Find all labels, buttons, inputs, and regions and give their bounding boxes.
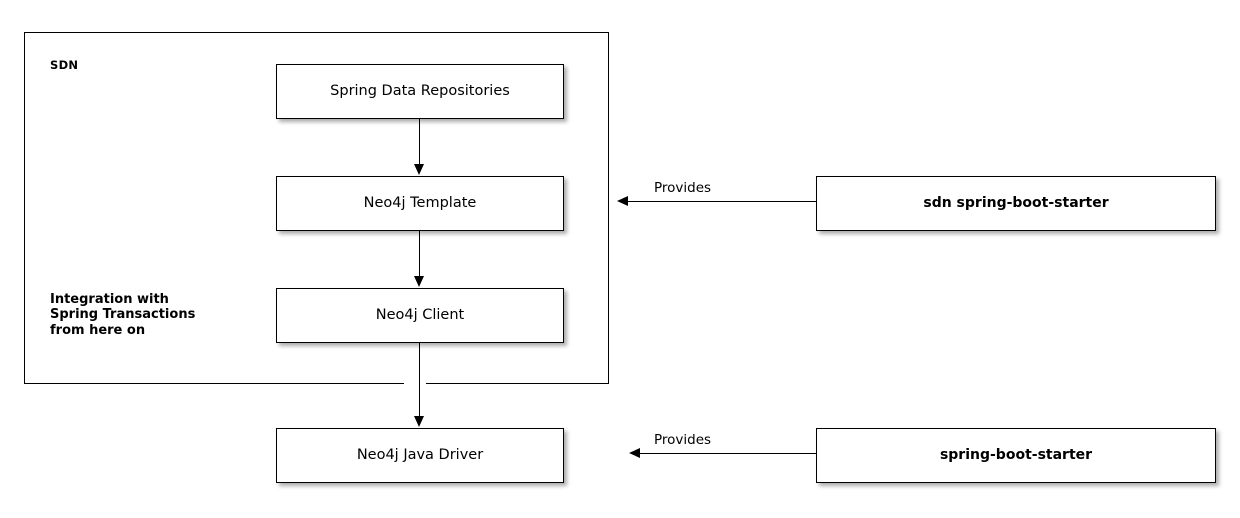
node-label-spring-boot-starter: spring-boot-starter [939,447,1093,464]
node-spring-boot-starter[interactable]: spring-boot-starter [816,428,1216,483]
edge-line-template-to-client [419,231,420,277]
node-label-sdn-spring-boot-starter: sdn spring-boot-starter [923,195,1109,212]
node-label-neo4j-java-driver: Neo4j Java Driver [356,447,484,464]
node-spring-data-repositories[interactable]: Spring Data Repositories [276,64,564,119]
node-label-neo4j-template: Neo4j Template [363,195,477,212]
node-label-spring-data-repositories: Spring Data Repositories [330,83,510,100]
edge-label-sdn-starter-provides: Provides [654,180,712,196]
edge-arrowhead-sdn-starter-provides [617,196,628,206]
edge-label-starter-provides: Provides [654,432,712,448]
edge-arrowhead-client-to-driver [414,416,424,427]
integration-note: Integration with Spring Transactions fro… [50,292,196,338]
edge-line-client-to-driver [419,343,420,417]
edge-line-sdn-starter-provides [628,201,816,202]
sdn-container-frame [24,32,609,384]
edge-arrowhead-template-to-client [414,276,424,287]
node-label-neo4j-client: Neo4j Client [375,307,465,324]
sdn-container-label: SDN [50,58,79,72]
edge-line-repositories-to-template [419,119,420,165]
edge-arrowhead-repositories-to-template [414,164,424,175]
edge-line-starter-provides [640,453,816,454]
node-neo4j-client[interactable]: Neo4j Client [276,288,564,343]
node-neo4j-java-driver[interactable]: Neo4j Java Driver [276,428,564,483]
node-sdn-spring-boot-starter[interactable]: sdn spring-boot-starter [816,176,1216,231]
node-neo4j-template[interactable]: Neo4j Template [276,176,564,231]
frame-border-gap [404,380,426,387]
edge-arrowhead-starter-provides [629,448,640,458]
